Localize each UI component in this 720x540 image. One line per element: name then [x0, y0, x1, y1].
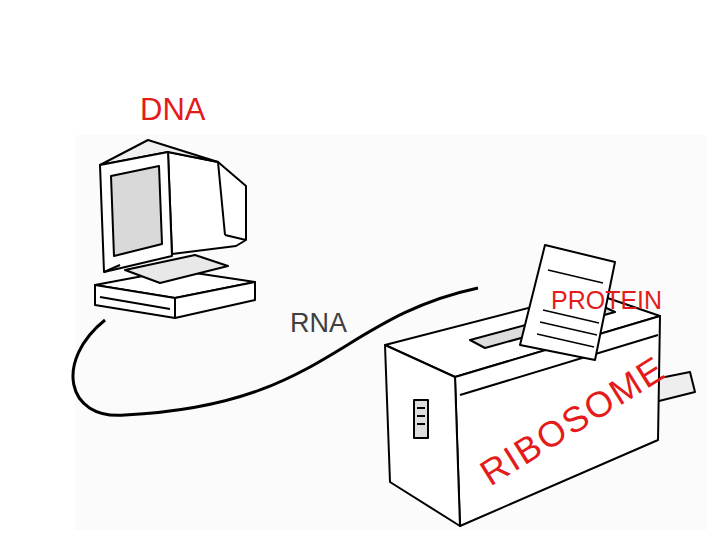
- node-label: RIBOSOME: [474, 350, 671, 492]
- node-label: PROTEIN: [551, 288, 662, 313]
- computer-symbol: [95, 140, 255, 318]
- edge-label: RNA: [290, 310, 347, 337]
- background-panel: [75, 135, 707, 530]
- printer-node: RIBOSOME: [383, 288, 663, 528]
- computer-node: DNA: [90, 88, 260, 320]
- paper-node: PROTEIN: [515, 240, 675, 365]
- cable-connector: [73, 288, 478, 415]
- node-label: DNA: [140, 94, 205, 125]
